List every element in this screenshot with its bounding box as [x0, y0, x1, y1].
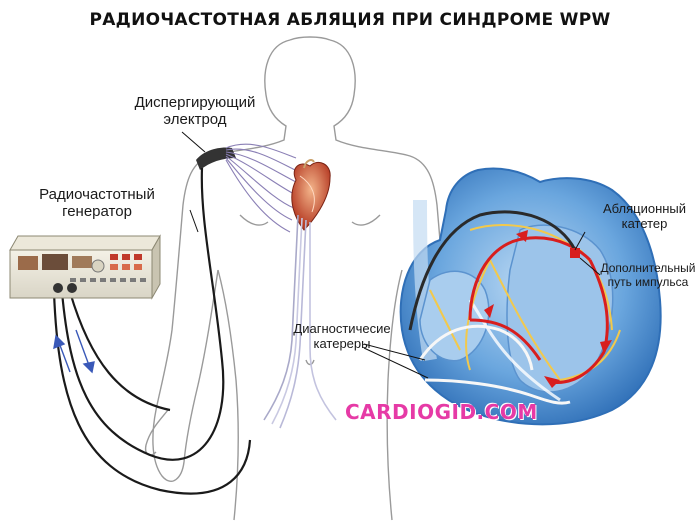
label-rf-generator-line1: Радиочастотный [39, 186, 155, 203]
label-accessory-pathway: Дополнительный путь импульса [596, 261, 700, 290]
electrode-wires [225, 143, 297, 233]
heart-cross-section [399, 167, 662, 426]
label-accessory-pathway-line1: Дополнительный [600, 261, 696, 275]
generator-cable [52, 167, 252, 495]
label-ablation-catheter: Абляционный катетер [592, 201, 697, 232]
label-dispersive-electrode-line1: Диспергирующий [134, 94, 256, 111]
label-rf-generator: Радиочастотный генератор [22, 186, 172, 221]
catheter-paths [263, 214, 337, 429]
ablation-catheter [408, 210, 580, 331]
diagnostic-catheters [418, 324, 571, 405]
label-dispersive-electrode: Диспергирующий электрод [120, 94, 270, 129]
current-arrows [53, 329, 95, 374]
dispersive-electrode-pad [196, 147, 236, 170]
label-rf-generator-line2: генератор [62, 203, 132, 221]
label-diagnostic-catheters-line2: катереры [313, 335, 371, 351]
label-dispersive-electrode-line2: электрод [163, 111, 227, 129]
rf-generator-device [9, 234, 161, 300]
impulse-arrows [484, 230, 612, 388]
human-body-outline [144, 36, 449, 521]
label-accessory-pathway-line2: путь импульса [607, 274, 689, 289]
label-ablation-catheter-line2: катетер [621, 215, 668, 231]
diagram-title: РАДИОЧАСТОТНАЯ АБЛЯЦИЯ ПРИ СИНДРОМЕ WPW [89, 10, 611, 30]
leader-lines [181, 131, 601, 379]
site-watermark: CARDIOGID.COM [345, 400, 538, 424]
label-diagnostic-catheters: Диагностичесие катереры [282, 321, 402, 352]
label-diagnostic-catheters-line1: Диагностичесие [293, 321, 391, 336]
label-ablation-catheter-line1: Абляционный [602, 201, 687, 216]
